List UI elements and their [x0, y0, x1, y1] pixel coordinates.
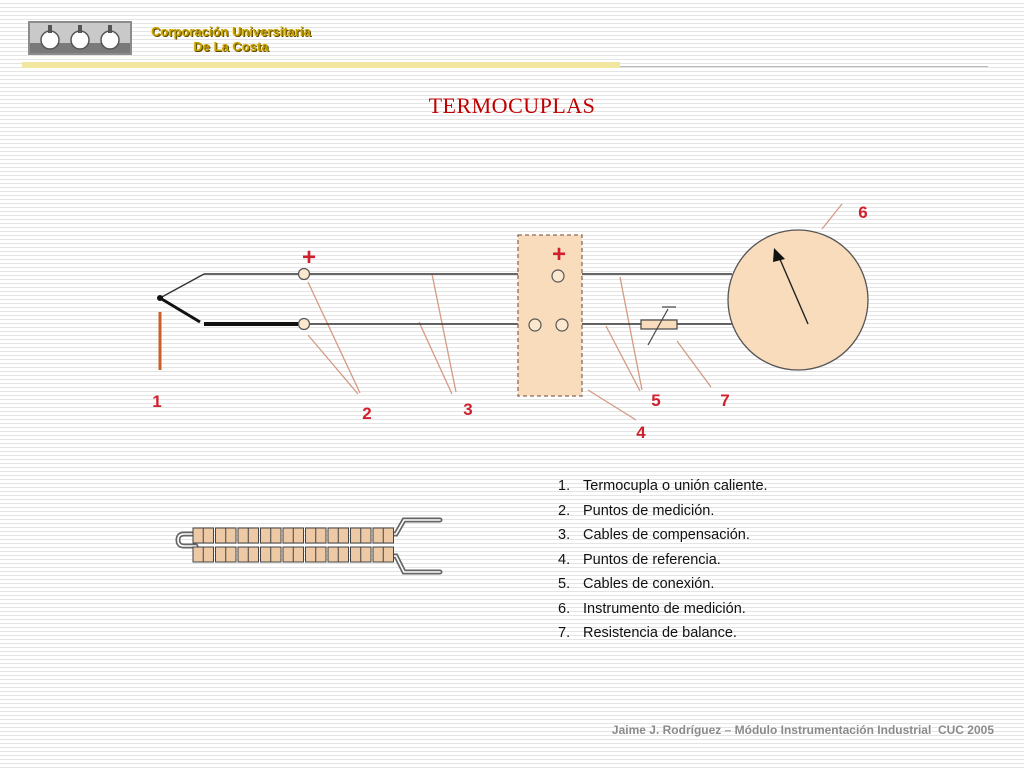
callout-3: 3: [463, 400, 472, 419]
needle-arrow-icon: [773, 248, 785, 262]
legend-text: Termocupla o unión caliente.: [583, 478, 768, 494]
instrument-needle: [778, 256, 809, 325]
org-name-line1: Corporación Universitaria: [151, 24, 311, 39]
callout-6: 6: [858, 203, 867, 222]
legend-number: 3.: [558, 527, 571, 543]
callout-7: 7: [720, 391, 729, 410]
cuc-logo-icon: [28, 21, 132, 55]
legend-text: Instrumento de medición.: [583, 600, 746, 617]
legend-number: 6.: [558, 600, 571, 617]
legend-item-6: 6. Instrumento de medición.: [558, 599, 768, 624]
legend-list: 1. Termocupla o unión caliente. 2. Puntos …: [558, 476, 768, 648]
measurement-point-bottom: [297, 317, 311, 331]
thermocouple-probe-illustration: [175, 517, 443, 575]
legend-text: Puntos de referencia.: [583, 551, 721, 568]
terminals: [297, 267, 569, 332]
legend-item-1: 1. Termocupla o unión caliente.: [558, 476, 768, 501]
plus-sign-reference: +: [552, 241, 566, 268]
legend-item-3: 3. Cables de compensación.: [558, 525, 768, 550]
leader-lines: [307, 203, 843, 421]
org-name-line2: De La Costa: [193, 39, 269, 54]
footer-credit: Jaime J. Rodríguez – Módulo Instrumentac…: [611, 723, 994, 737]
legend-number: 1.: [558, 478, 571, 494]
legend-item-7: 7. Resistencia de balance.: [558, 623, 768, 648]
legend-text: Resistencia de balance.: [583, 625, 737, 641]
callout-labels: 1 2 3 4 5 6 7: [152, 203, 867, 442]
page-title: TERMOCUPLAS: [428, 93, 596, 118]
callout-5: 5: [651, 391, 660, 410]
legend-item-4: 4. Puntos de referencia.: [558, 550, 768, 575]
wires: [159, 273, 732, 384]
ceramic-beads: [192, 527, 394, 563]
hot-junction-wire: [159, 296, 201, 324]
reference-point-top: [551, 269, 565, 283]
callout-2: 2: [362, 404, 371, 423]
reference-point-right: [555, 318, 569, 332]
legend-number: 7.: [558, 625, 571, 641]
legend-number: 4.: [558, 551, 571, 568]
callout-1: 1: [152, 392, 161, 411]
header-divider: [22, 62, 988, 68]
legend-text: Cables de conexión.: [583, 576, 715, 592]
legend-item-5: 5. Cables de conexión.: [558, 574, 768, 599]
resistor-adjust-line: [647, 308, 669, 346]
legend-number: 2.: [558, 502, 571, 519]
legend-text: Cables de compensación.: [583, 527, 750, 543]
measurement-point-top: [297, 267, 311, 281]
legend-number: 5.: [558, 576, 571, 592]
plus-sign-measurement: +: [302, 244, 316, 271]
organization-name: Corporación Universitaria De La Costa: [138, 24, 324, 54]
reference-box: [517, 234, 583, 397]
legend-text: Puntos de medición.: [583, 502, 715, 519]
callout-4: 4: [636, 423, 646, 442]
legend-item-2: 2. Puntos de medición.: [558, 501, 768, 526]
reference-point-left: [528, 318, 542, 332]
hot-junction-dot: [157, 295, 163, 301]
